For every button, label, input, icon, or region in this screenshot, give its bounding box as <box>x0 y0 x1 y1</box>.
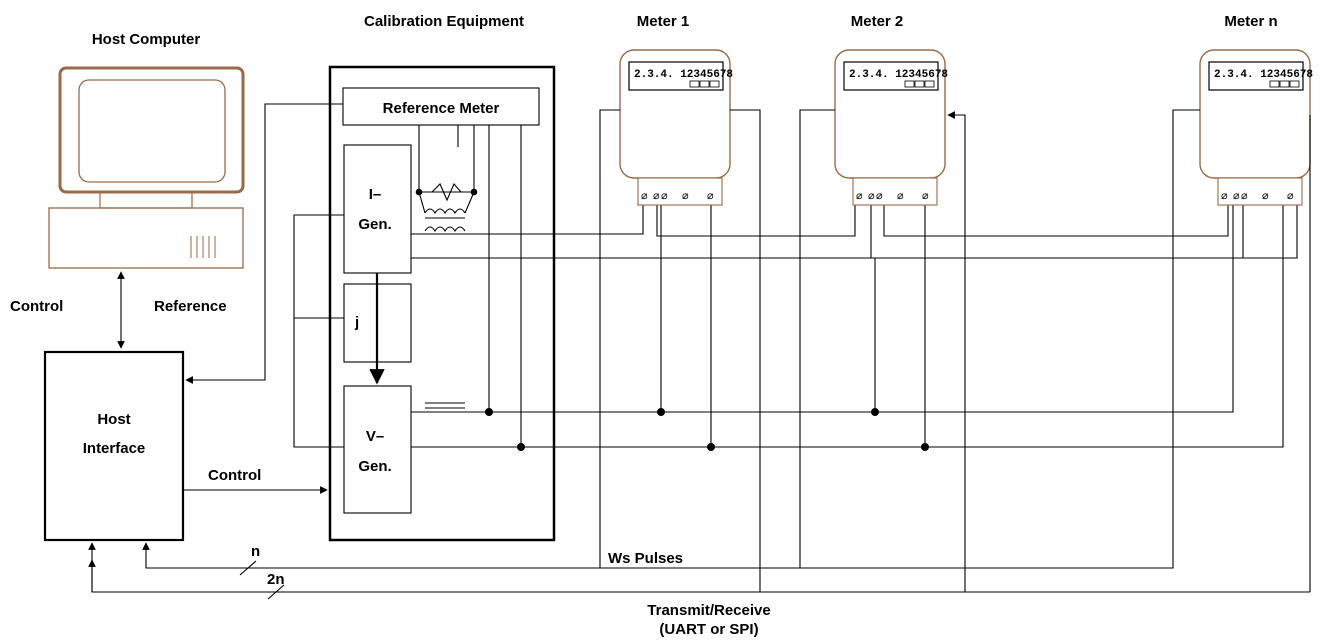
generator-control-bracket <box>293 214 344 448</box>
voltage-bus-1 <box>411 195 1234 413</box>
svg-text:⌀: ⌀ <box>897 190 904 202</box>
svg-text:⌀: ⌀ <box>876 190 883 202</box>
bus-2n-slash <box>267 584 285 600</box>
current-tap-lines <box>418 125 475 193</box>
i-gen-box <box>343 144 412 274</box>
svg-text:⌀: ⌀ <box>1287 190 1294 202</box>
ws-pulses-bus <box>142 109 1200 569</box>
svg-text:⌀: ⌀ <box>707 190 714 202</box>
meter-n: 2.3.4. 12345678 ⌀⌀⌀⌀⌀ <box>1199 49 1313 206</box>
meter1-pulse-line <box>599 109 620 568</box>
meter-1-label: Meter 1 <box>637 13 690 30</box>
bus-n-label: n <box>251 543 260 560</box>
svg-text:⌀: ⌀ <box>682 190 689 202</box>
svg-text:⌀: ⌀ <box>1233 190 1240 202</box>
bus-n-slash <box>239 560 257 576</box>
i-gen-label-2: Gen. <box>358 216 391 233</box>
host-computer <box>48 66 245 269</box>
voltage-transformer-icon <box>425 402 465 409</box>
meter-1: 2.3.4. 12345678 ⌀⌀⌀⌀⌀ <box>619 49 733 206</box>
host-interface-label-1: Host <box>97 411 130 428</box>
host-computer-label: Host Computer <box>92 31 200 48</box>
reference-meter-label: Reference Meter <box>383 100 500 117</box>
svg-text:⌀: ⌀ <box>641 190 648 202</box>
reference-label: Reference <box>154 298 227 315</box>
current-bus-m1-m2 <box>656 195 856 237</box>
i-gen-label-1: I– <box>369 186 382 203</box>
svg-text:⌀: ⌀ <box>1241 190 1248 202</box>
meter2-pulse-line <box>799 109 835 568</box>
svg-text:⌀: ⌀ <box>1262 190 1269 202</box>
current-bus-m2-mn <box>883 195 1229 237</box>
v-gen-label-1: V– <box>366 428 384 445</box>
reference-feedback-line <box>185 103 343 384</box>
phase-shifter-label: j <box>354 314 359 331</box>
current-return-bus <box>411 195 1298 259</box>
uart-spi-label: (UART or SPI) <box>659 621 758 638</box>
reference-meter-box <box>342 87 540 126</box>
meter2-comm-line <box>947 111 966 592</box>
svg-text:⌀: ⌀ <box>653 190 660 202</box>
svg-text:⌀: ⌀ <box>661 190 668 202</box>
control-label-left: Control <box>10 298 63 315</box>
v-gen-label-2: Gen. <box>358 458 391 475</box>
transmit-receive-label: Transmit/Receive <box>647 602 770 619</box>
svg-text:⌀: ⌀ <box>1221 190 1228 202</box>
ws-pulses-label: Ws Pulses <box>608 550 683 567</box>
meter-1-display: 2.3.4. 12345678 <box>634 69 733 81</box>
meter-2-display: 2.3.4. 12345678 <box>849 69 948 81</box>
bus-2n-label: 2n <box>267 571 285 588</box>
svg-text:⌀: ⌀ <box>868 190 875 202</box>
calibration-equipment-box <box>328 65 556 542</box>
meter1-comm-line <box>730 109 761 592</box>
svg-text:⌀: ⌀ <box>922 190 929 202</box>
voltage-bus-2 <box>411 195 1284 448</box>
calibration-equipment-label: Calibration Equipment <box>364 13 524 30</box>
host-interface-label-2: Interface <box>83 440 146 457</box>
current-transformer-icon <box>418 191 475 233</box>
meter-2-label: Meter 2 <box>851 13 904 30</box>
drive-slots-icon <box>190 236 216 258</box>
v-gen-box <box>343 385 412 514</box>
current-bus-out <box>411 195 644 235</box>
svg-text:⌀: ⌀ <box>856 190 863 202</box>
meter-n-label: Meter n <box>1224 13 1277 30</box>
meter-2: 2.3.4. 12345678 ⌀⌀⌀⌀⌀ <box>834 49 948 206</box>
meter-n-display: 2.3.4. 12345678 <box>1214 69 1313 81</box>
control-label-bottom: Control <box>208 467 261 484</box>
host-interface-box <box>43 350 185 542</box>
shunt-resistor-icon <box>431 182 462 202</box>
